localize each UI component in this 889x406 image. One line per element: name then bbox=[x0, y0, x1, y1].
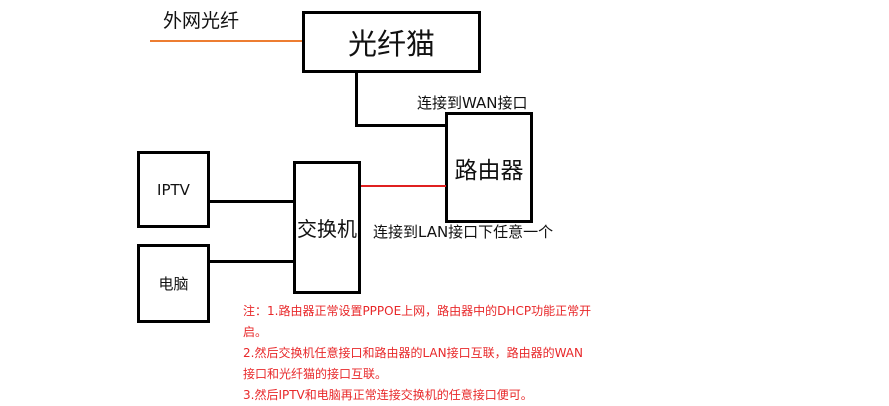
pc-label: 电脑 bbox=[158, 275, 189, 293]
note-line: 启。 bbox=[243, 325, 268, 339]
lan-link bbox=[361, 185, 446, 187]
note-line: 接口和光纤猫的接口互联。 bbox=[243, 367, 388, 381]
modem-label: 光纤猫 bbox=[347, 27, 435, 61]
iptv-link bbox=[210, 200, 294, 203]
switch-box: 交换机 bbox=[293, 161, 361, 294]
fiber-label: 外网光纤 bbox=[163, 10, 240, 32]
pc-box: 电脑 bbox=[137, 244, 210, 323]
switch-label: 交换机 bbox=[297, 217, 357, 241]
wan-label: 连接到WAN接口 bbox=[417, 94, 528, 112]
fiber-line bbox=[150, 40, 303, 42]
router-box: 路由器 bbox=[445, 112, 533, 223]
note-line: 注：1.路由器正常设置PPPOE上网，路由器中的DHCP功能正常开 bbox=[243, 304, 592, 318]
modem-box: 光纤猫 bbox=[302, 11, 481, 73]
wan-link-vertical bbox=[355, 73, 358, 127]
wan-link-horizontal bbox=[355, 124, 446, 127]
note-line: 2.然后交换机任意接口和路由器的LAN接口互联，路由器的WAN bbox=[243, 346, 583, 360]
notes-block: 注：1.路由器正常设置PPPOE上网，路由器中的DHCP功能正常开 启。 2.然… bbox=[243, 301, 623, 406]
pc-link bbox=[210, 260, 294, 263]
iptv-box: IPTV bbox=[137, 151, 210, 228]
iptv-label: IPTV bbox=[157, 180, 190, 199]
lan-label: 连接到LAN接口下任意一个 bbox=[373, 223, 554, 241]
note-line: 3.然后IPTV和电脑再正常连接交换机的任意接口便可。 bbox=[243, 388, 533, 402]
router-label: 路由器 bbox=[454, 157, 524, 184]
